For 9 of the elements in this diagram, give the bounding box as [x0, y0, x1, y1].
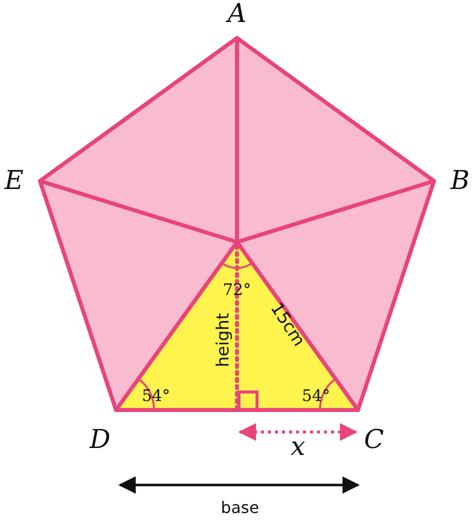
angle-label: 72°: [222, 282, 252, 298]
vertex-label: C: [364, 427, 384, 453]
length-label: height: [216, 312, 232, 368]
vertex-label: E: [4, 168, 24, 194]
vertex-label: D: [90, 427, 110, 453]
vertex-label: B: [450, 168, 470, 194]
dimension-label: x: [290, 434, 306, 460]
vertex-label: A: [228, 1, 246, 27]
dimension-label: base: [220, 500, 260, 516]
